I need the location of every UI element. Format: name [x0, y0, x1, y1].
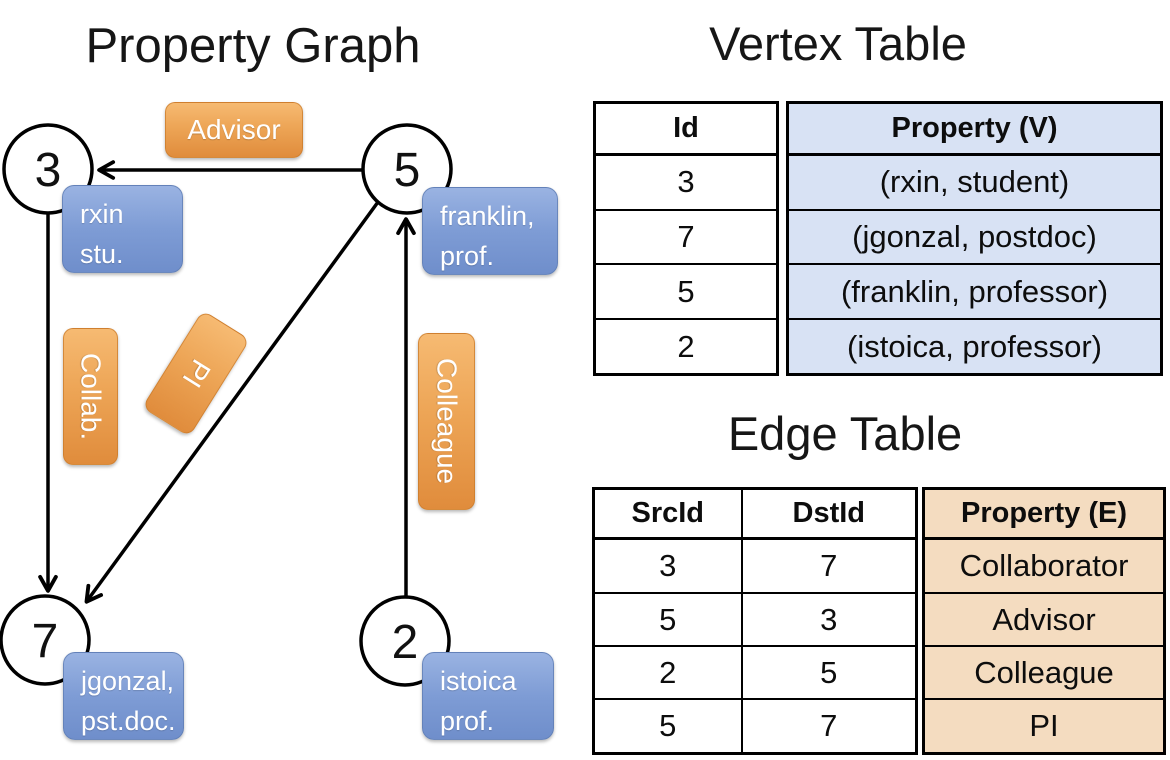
edge-srcid-cell: 5 — [592, 591, 743, 648]
node-3-property-line2: stu. — [80, 238, 124, 269]
node-5-property-line2: prof. — [440, 240, 495, 271]
node-7-property-line2: pst.doc. — [81, 705, 176, 736]
node-3-id: 3 — [35, 144, 62, 197]
node-5-property-box: franklin, prof. — [422, 187, 558, 275]
node-2-property-box: istoica prof. — [422, 652, 554, 740]
edge-property-header: Property (E) — [922, 487, 1166, 541]
edge-srcid-header: SrcId — [592, 487, 743, 541]
node-2-property-line2: prof. — [440, 705, 495, 736]
vertex-table-title: Vertex Table — [709, 17, 967, 70]
edge-table-title: Edge Table — [727, 407, 963, 460]
node-7-property-line1: jgonzal, — [81, 666, 175, 696]
edge-label-collab: Collab. — [63, 328, 118, 465]
property-graph-title: Property Graph — [85, 19, 421, 73]
node-7-property-box: jgonzal, pst.doc. — [63, 652, 184, 740]
vertex-property-header: Property (V) — [786, 101, 1163, 156]
edge-5-to-7 — [84, 200, 380, 604]
node-3-property-line1: rxin — [80, 199, 124, 229]
vertex-table-property-column: Property (V) (rxin, student) (jgonzal, p… — [786, 101, 1163, 376]
node-3-property-box: rxin stu. — [62, 185, 183, 273]
vertex-property-cell: (istoica, professor) — [786, 318, 1163, 376]
edge-table-property-column: Property (E) Collaborator Advisor Collea… — [922, 487, 1166, 755]
vertex-property-cell: (rxin, student) — [786, 153, 1163, 211]
vertex-table-id-column: Id 3 7 5 2 — [593, 101, 779, 376]
node-5-id: 5 — [394, 144, 421, 197]
edge-dstid-cell: 3 — [740, 591, 918, 648]
edge-label-colleague: Colleague — [418, 333, 475, 510]
vertex-property-cell: (franklin, professor) — [786, 263, 1163, 321]
node-7-id: 7 — [32, 615, 59, 668]
vertex-id-cell: 3 — [593, 153, 779, 211]
edge-label-advisor: Advisor — [165, 102, 303, 158]
edge-dstid-cell: 7 — [740, 537, 918, 594]
vertex-id-header: Id — [593, 101, 779, 156]
vertex-property-cell: (jgonzal, postdoc) — [786, 208, 1163, 266]
node-5-property-line1: franklin, — [440, 201, 535, 231]
vertex-id-cell: 7 — [593, 208, 779, 266]
edge-table-id-columns: SrcId DstId 3 7 5 3 2 5 5 7 — [592, 487, 918, 755]
edge-property-cell: Advisor — [922, 591, 1166, 648]
node-2-id: 2 — [392, 616, 419, 669]
edge-property-cell: Collaborator — [922, 537, 1166, 594]
vertex-id-cell: 5 — [593, 263, 779, 321]
vertex-id-cell: 2 — [593, 318, 779, 376]
edge-property-cell: PI — [922, 698, 1166, 755]
edge-srcid-cell: 2 — [592, 645, 743, 701]
edge-dstid-cell: 5 — [740, 645, 918, 701]
edge-srcid-cell: 3 — [592, 537, 743, 594]
edge-dstid-header: DstId — [740, 487, 918, 541]
edge-dstid-cell: 7 — [740, 698, 918, 755]
edge-srcid-cell: 5 — [592, 698, 743, 755]
node-2-property-line1: istoica — [440, 666, 517, 696]
edge-property-cell: Colleague — [922, 645, 1166, 701]
